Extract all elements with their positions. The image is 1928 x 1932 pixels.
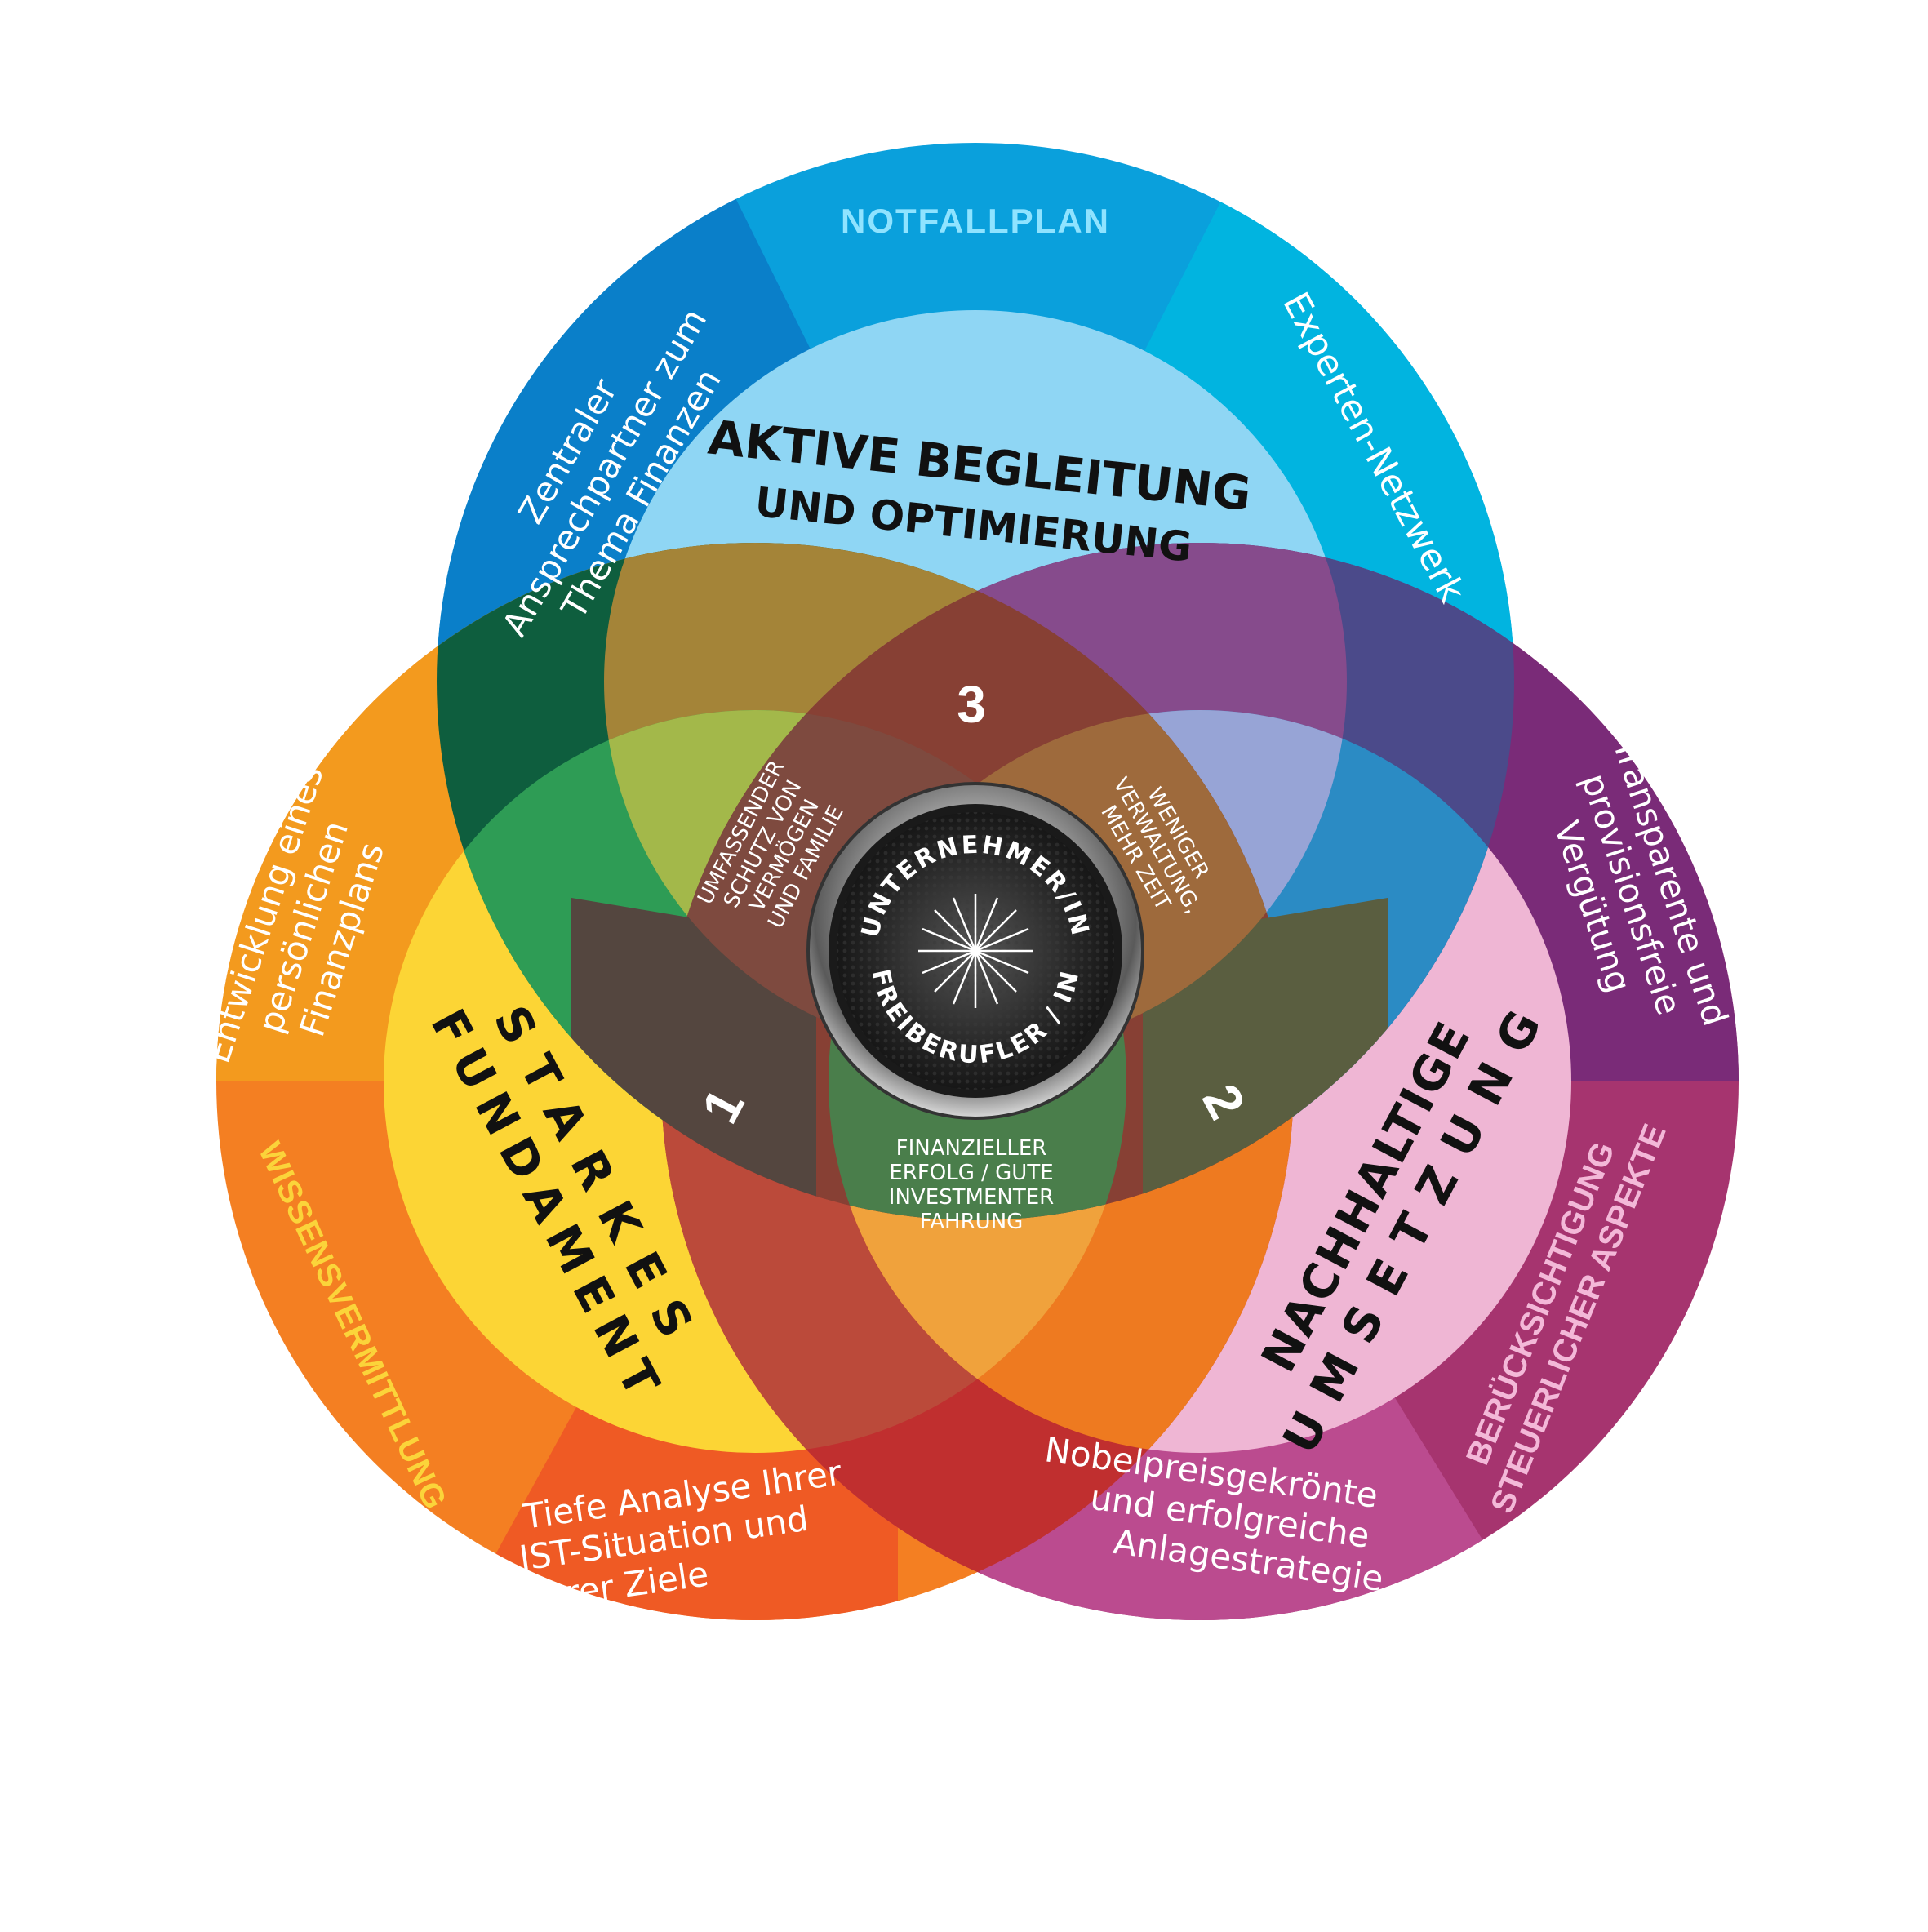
- center-emblem: UNTERNEHMER/IN FREIBERUFLER / IN: [806, 782, 1144, 1120]
- finanziell-label: FINANZIELLER ERFOLG / GUTE INVESTMENTER …: [889, 1136, 1054, 1234]
- finanziell-line-2: ERFOLG / GUTE: [889, 1161, 1053, 1185]
- finanziell-line-3: INVESTMENTER: [889, 1185, 1054, 1210]
- finanziell-line-1: FINANZIELLER: [896, 1136, 1047, 1161]
- number-3: 3: [957, 675, 986, 734]
- compass-star-icon: [918, 894, 1033, 1008]
- notfallplan-label: NOTFALLPLAN: [841, 202, 1110, 240]
- finanziell-line-4: FAHRUNG: [920, 1210, 1024, 1234]
